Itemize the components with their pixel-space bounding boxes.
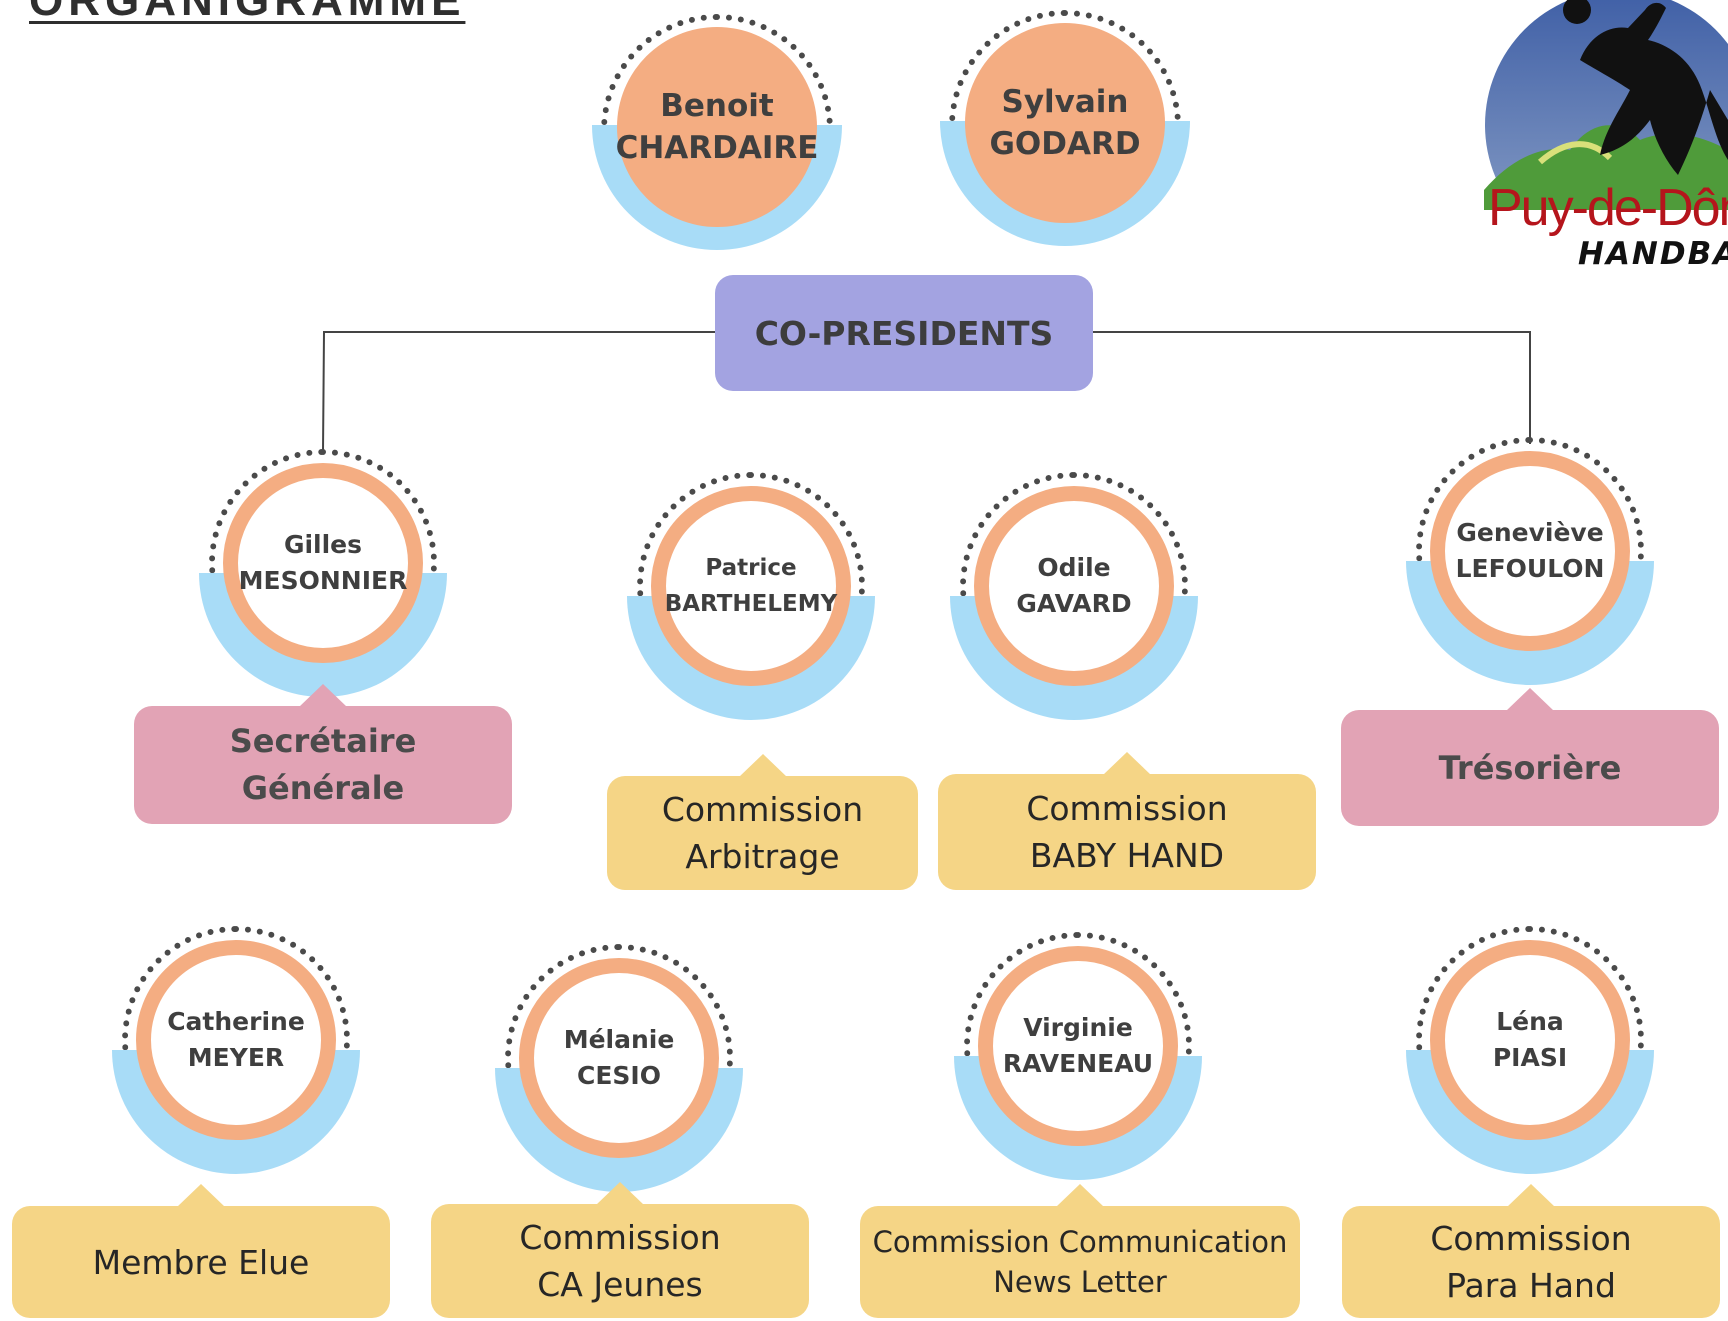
role-secretaire-generale: Secrétaire Générale (134, 706, 512, 824)
first-name: Catherine (167, 1007, 305, 1036)
role-line-2: News Letter (993, 1265, 1167, 1299)
first-name: Léna (1496, 1007, 1564, 1036)
badge-virginie-raveneau: Virginie RAVENEAU (954, 932, 1202, 1180)
logo-subtitle: HANDBALL (1578, 236, 1728, 272)
first-name: Sylvain (1001, 84, 1129, 120)
handball-player-icon (1484, 0, 1728, 210)
name-disc: Léna PIASI (1430, 940, 1630, 1140)
name-disc: Geneviève LEFOULON (1430, 451, 1630, 651)
last-name: CESIO (577, 1061, 661, 1090)
last-name: MESONNIER (238, 566, 408, 595)
club-logo: Puy-de-Dôme HANDBALL (1470, 0, 1728, 280)
name-disc: Catherine MEYER (136, 940, 336, 1140)
role-tresoriere: Trésorière (1341, 710, 1719, 826)
role-line-2: Arbitrage (685, 837, 840, 876)
badge-patrice-barthelemy: Patrice BARTHELEMY (627, 472, 875, 720)
name-disc: Mélanie CESIO (519, 958, 719, 1158)
last-name: GODARD (989, 126, 1141, 162)
role-line-1: Trésorière (1438, 748, 1622, 787)
first-name: Mélanie (563, 1025, 675, 1054)
last-name: MEYER (187, 1043, 285, 1072)
first-name: Benoit (660, 88, 774, 124)
role-line-1: Commission (661, 790, 864, 829)
role-line-1: Secrétaire (229, 722, 417, 760)
first-name: Virginie (1023, 1013, 1133, 1042)
last-name: PIASI (1492, 1043, 1568, 1072)
badge-gilles-mesonnier: Gilles MESONNIER (199, 449, 447, 697)
last-name: LEFOULON (1455, 554, 1605, 583)
name-disc: Patrice BARTHELEMY (651, 486, 851, 686)
last-name: RAVENEAU (1002, 1049, 1154, 1078)
connector-to-tresoriere (1093, 331, 1531, 444)
last-name: CHARDAIRE (615, 130, 819, 166)
role-commission-communication: Commission Communication News Letter (860, 1206, 1300, 1318)
role-co-presidents: CO-PRESIDENTS (715, 275, 1093, 391)
name-disc: Sylvain GODARD (965, 23, 1165, 223)
role-line-1: Commission Communication (872, 1225, 1288, 1259)
badge-benoit-chardaire: Benoit CHARDAIRE (592, 0, 842, 250)
badge-sylvain-godard: Sylvain GODARD (940, 0, 1190, 246)
role-line-1: Commission (1026, 789, 1228, 828)
role-commission-arbitrage: Commission Arbitrage (607, 776, 918, 890)
connector-to-secretaire (322, 331, 715, 453)
first-name: Patrice (705, 555, 797, 581)
role-commission-para-hand: Commission Para Hand (1342, 1206, 1720, 1318)
badge-lena-piasi: Léna PIASI (1406, 926, 1654, 1174)
role-line-1: Commission (1430, 1219, 1632, 1258)
role-line-1: Commission (519, 1218, 721, 1257)
name-disc: Benoit CHARDAIRE (615, 27, 819, 227)
badge-genevieve-lefoulon: Geneviève LEFOULON (1406, 437, 1654, 685)
last-name: GAVARD (1016, 589, 1132, 618)
role-line-2: Générale (241, 769, 405, 807)
role-commission-baby-hand: Commission BABY HAND (938, 774, 1316, 890)
name-disc: Odile GAVARD (974, 486, 1174, 686)
first-name: Geneviève (1456, 518, 1604, 547)
role-membre-elue: Membre Elue (12, 1206, 390, 1318)
role-line-2: Para Hand (1446, 1266, 1616, 1305)
first-name: Gilles (283, 530, 363, 559)
first-name: Odile (1037, 553, 1111, 582)
role-line-2: CA Jeunes (537, 1265, 703, 1304)
logo-name: Puy-de-Dôme (1488, 179, 1728, 237)
name-disc: Gilles MESONNIER (223, 463, 423, 663)
name-disc: Virginie RAVENEAU (978, 946, 1178, 1146)
role-line-1: Membre Elue (92, 1242, 310, 1282)
role-line-2: BABY HAND (1029, 836, 1225, 875)
badge-melanie-cesio: Mélanie CESIO (495, 944, 743, 1192)
page-title: ORGANIGRAMME (29, 0, 466, 25)
badge-catherine-meyer: Catherine MEYER (112, 926, 360, 1174)
last-name: BARTHELEMY (664, 591, 838, 617)
role-commission-ca-jeunes: Commission CA Jeunes (431, 1204, 809, 1318)
badge-odile-gavard: Odile GAVARD (950, 472, 1198, 720)
